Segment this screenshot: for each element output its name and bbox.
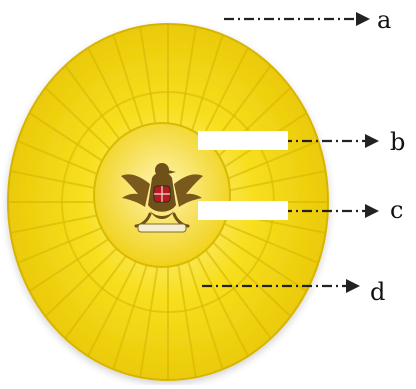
callout-d-arrow-icon <box>346 279 360 293</box>
garuda-head <box>155 163 169 177</box>
callout-label-a: a <box>377 8 391 32</box>
garuda-banner <box>138 224 186 232</box>
callout-a-arrow-icon <box>356 12 370 26</box>
cut-band-b <box>198 131 288 150</box>
callout-a <box>224 12 370 26</box>
callout-label-d: d <box>370 280 385 304</box>
cut-band-c <box>198 201 288 220</box>
callout-label-b: b <box>390 130 405 154</box>
callout-b-arrow-icon <box>365 134 379 148</box>
callout-label-c: c <box>390 198 403 222</box>
callout-c-arrow-icon <box>365 204 379 218</box>
